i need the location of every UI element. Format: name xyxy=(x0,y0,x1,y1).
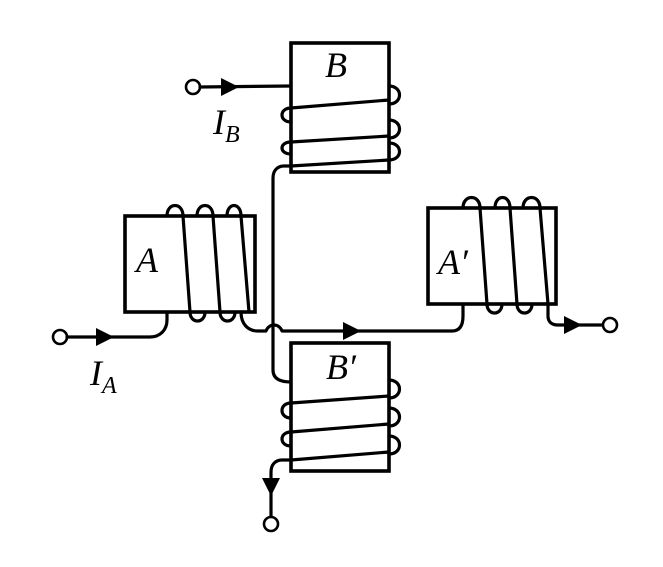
arrow-a-out xyxy=(564,316,582,334)
wire-b-in xyxy=(198,84,293,89)
core-a-prime-body xyxy=(426,206,558,306)
arrow-a-to-a-prime xyxy=(343,322,361,340)
output-a-lead xyxy=(546,302,619,334)
core-a-prime-winding-turns xyxy=(461,195,550,315)
core-b-prime-label: B′ xyxy=(326,347,357,387)
core-a-prime: A′ xyxy=(426,195,558,315)
core-b-prime: B′ xyxy=(280,341,402,473)
core-b-label: B xyxy=(325,45,347,85)
terminal-a-in xyxy=(51,328,69,346)
wire-b-to-b-prime xyxy=(271,164,293,384)
wire-a-in xyxy=(65,310,169,339)
wire-a-to-a-prime xyxy=(239,304,465,340)
input-a-lead: IA xyxy=(51,310,169,399)
input-b-lead: IB xyxy=(184,78,293,148)
core-a-label: A xyxy=(134,240,159,280)
core-b-prime-winding-turns xyxy=(280,378,402,462)
wire-b-out xyxy=(269,458,293,520)
output-b-lead xyxy=(262,458,293,533)
arrow-a-in xyxy=(96,328,114,346)
terminal-b-out xyxy=(262,515,280,533)
core-b-winding-turns xyxy=(280,84,402,168)
core-a: A xyxy=(123,203,257,323)
core-a-prime-label: A′ xyxy=(436,242,469,282)
core-a-winding-turns xyxy=(165,203,251,323)
terminal-a-out xyxy=(601,316,619,334)
arrow-b-out xyxy=(262,478,280,496)
wire-a-out xyxy=(546,302,605,327)
terminal-b-in xyxy=(184,78,202,96)
core-b: B xyxy=(280,41,402,174)
current-b-label: IB xyxy=(212,102,240,148)
current-a-label: IA xyxy=(89,353,117,399)
core-b-prime-body xyxy=(289,341,391,473)
arrow-b-in xyxy=(221,78,239,96)
